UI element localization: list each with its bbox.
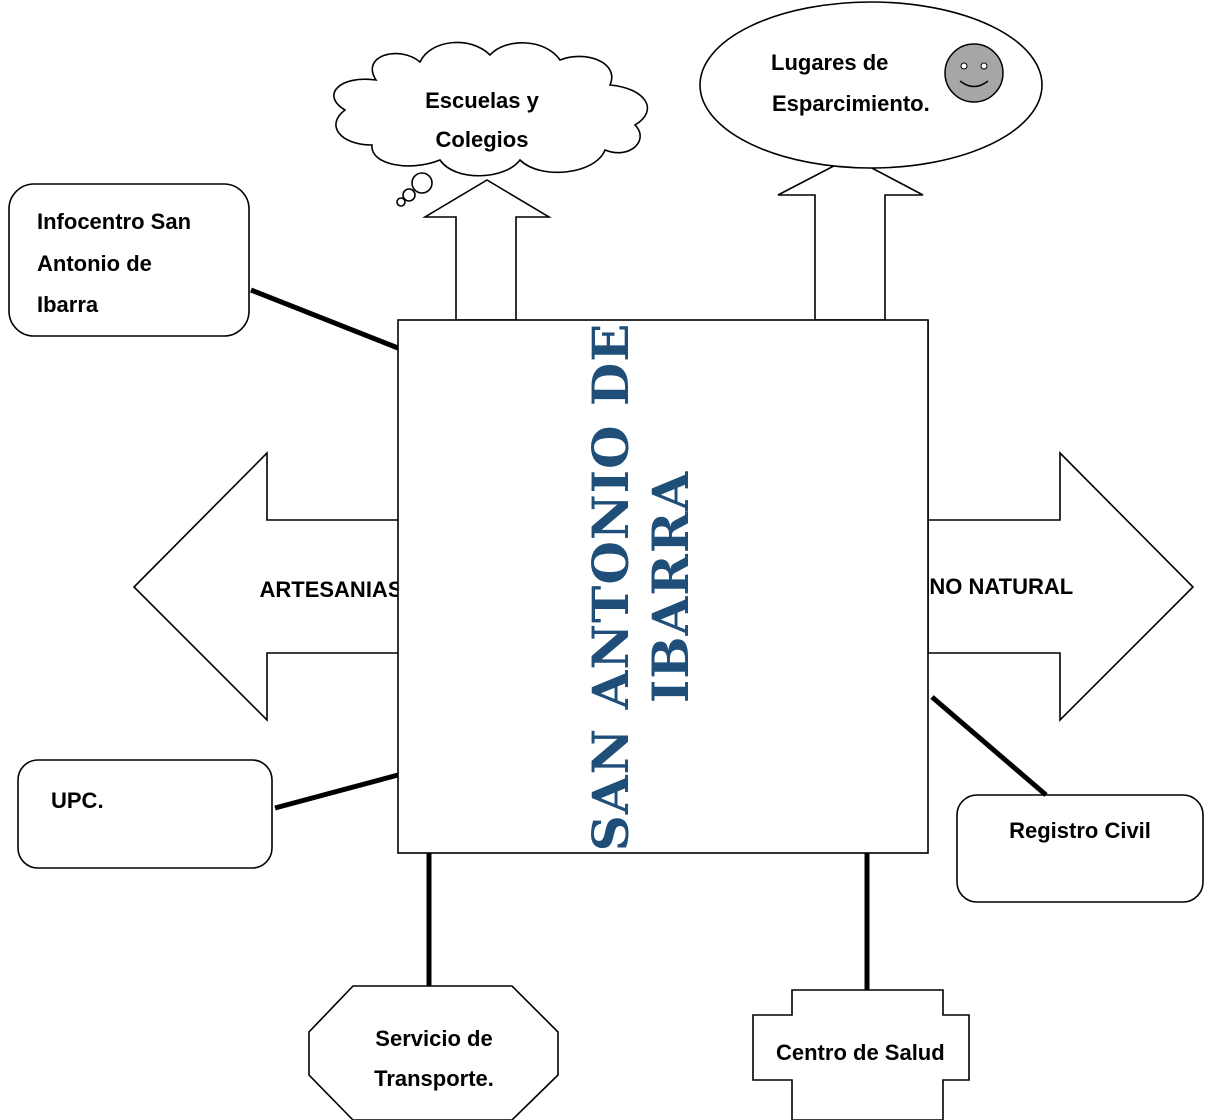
up-arrow-leisure [777, 156, 924, 321]
transporte-label-line1: Servicio de [375, 1026, 492, 1051]
ellipse-label-line1: Lugares de [771, 50, 888, 75]
registro-civil-label: Registro Civil [1009, 818, 1151, 843]
upc-box [17, 759, 273, 869]
ellipse-leisure: Lugares de Esparcimiento. [699, 1, 1043, 169]
centro-salud-shape [752, 989, 970, 1120]
center-title: SAN ANTONIO DE IBARRA [581, 323, 700, 852]
thought-bubble-large [411, 172, 433, 194]
centro-salud-label: Centro de Salud [776, 1040, 945, 1065]
ellipse-shape [699, 1, 1043, 169]
transporte-label-line2: Transporte. [374, 1066, 494, 1091]
registro-civil-connector [930, 695, 1048, 797]
cloud-schools: Escuelas y Colegios [333, 41, 649, 207]
upc-connector [274, 772, 399, 811]
smiley-face-icon [944, 43, 1004, 103]
left-arrow-label: ARTESANIAS [259, 577, 402, 602]
thought-bubble-small [396, 197, 406, 207]
cloud-shape [333, 41, 649, 177]
cloud-label-line2: Colegios [436, 127, 529, 152]
cloud-label-line1: Escuelas y [425, 88, 540, 113]
infocentro-box [8, 183, 250, 337]
infocentro-connector [250, 287, 399, 351]
infocentro-label-line2: Antonio de [37, 251, 152, 276]
center-square [397, 319, 929, 854]
thought-bubble-medium [402, 188, 416, 202]
center-title-line2: IBARRA [641, 471, 700, 704]
registro-civil-box [956, 794, 1204, 903]
infocentro-label-line1: Infocentro San [37, 209, 191, 234]
up-arrow-schools [422, 179, 552, 321]
right-arrow-shape [927, 320, 1195, 722]
left-arrow-shape [132, 451, 401, 722]
upc-label: UPC. [51, 788, 104, 813]
ellipse-label-line2: Esparcimiento. [772, 91, 930, 116]
infocentro-label-line3: Ibarra [37, 292, 99, 317]
center-title-line1: SAN ANTONIO DE [581, 323, 640, 852]
transporte-octagon [308, 985, 559, 1120]
